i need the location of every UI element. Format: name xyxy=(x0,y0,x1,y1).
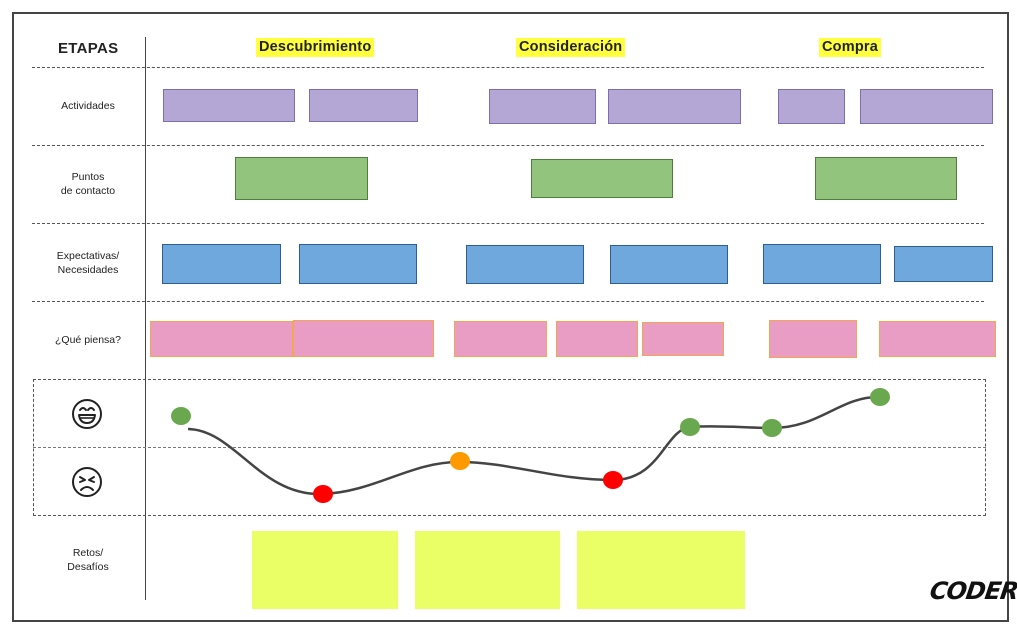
reto-box xyxy=(577,531,745,609)
row-separator xyxy=(32,145,984,146)
row-label-line: Puntos xyxy=(71,171,105,183)
punto-contacto-box xyxy=(815,157,957,200)
row-separator xyxy=(32,67,984,68)
row-label-line: Retos/ xyxy=(72,547,104,559)
row-separator xyxy=(32,223,984,224)
row-separator xyxy=(32,301,984,302)
stage-compra: Compra xyxy=(819,38,881,57)
happy-face-icon xyxy=(72,399,102,429)
actividad-box xyxy=(778,89,845,124)
actividad-box xyxy=(489,89,596,124)
expectativa-box xyxy=(299,244,417,284)
row-label-line: Necesidades xyxy=(57,264,119,276)
stage-descubrimiento: Descubrimiento xyxy=(256,38,375,57)
row-label-retos: Retos/ Desafíos xyxy=(38,546,138,574)
emotion-point-positive xyxy=(762,419,782,437)
pensamiento-box xyxy=(556,321,638,357)
etapas-label: ETAPAS xyxy=(58,40,119,57)
pensamiento-box xyxy=(642,322,724,356)
row-label-que-piensa: ¿Qué piensa? xyxy=(55,334,121,346)
row-label-actividades: Actividades xyxy=(61,100,115,112)
emotion-point-neutral xyxy=(450,452,470,470)
emotion-point-positive xyxy=(171,407,191,425)
pensamiento-box xyxy=(769,320,857,358)
row-label-expectativas: Expectativas/ Necesidades xyxy=(38,249,138,277)
expectativa-box xyxy=(610,245,728,284)
actividad-box xyxy=(860,89,993,124)
row-label-line: Desafíos xyxy=(67,561,109,573)
reto-box xyxy=(415,531,560,609)
row-label-line: Expectativas/ xyxy=(56,250,120,262)
punto-contacto-box xyxy=(531,159,673,198)
actividad-box xyxy=(163,89,295,122)
stage-consideracion: Consideración xyxy=(516,38,626,57)
coderhouse-logo: CODERH xyxy=(928,577,1017,605)
emotion-midline xyxy=(33,447,986,448)
expectativa-box xyxy=(162,244,281,284)
pensamiento-box xyxy=(293,320,434,357)
pensamiento-box xyxy=(879,321,996,357)
emotion-point-negative xyxy=(313,485,333,503)
row-label-line: de contacto xyxy=(60,185,116,197)
punto-contacto-box xyxy=(235,157,368,200)
reto-box xyxy=(252,531,398,609)
emotion-point-negative xyxy=(603,471,623,489)
sad-face-icon xyxy=(72,467,102,497)
pensamiento-box xyxy=(150,321,293,357)
expectativa-box xyxy=(763,244,881,284)
actividad-box xyxy=(309,89,418,122)
expectativa-box xyxy=(466,245,584,284)
label-column-divider xyxy=(145,37,146,600)
emotion-line xyxy=(187,395,881,496)
actividad-box xyxy=(608,89,741,124)
row-label-puntos-contacto: Puntos de contacto xyxy=(38,170,138,198)
emotion-point-positive xyxy=(680,418,700,436)
journey-map-frame xyxy=(12,12,1009,622)
pensamiento-box xyxy=(454,321,547,357)
expectativa-box xyxy=(894,246,993,282)
emotion-point-positive xyxy=(870,388,890,406)
